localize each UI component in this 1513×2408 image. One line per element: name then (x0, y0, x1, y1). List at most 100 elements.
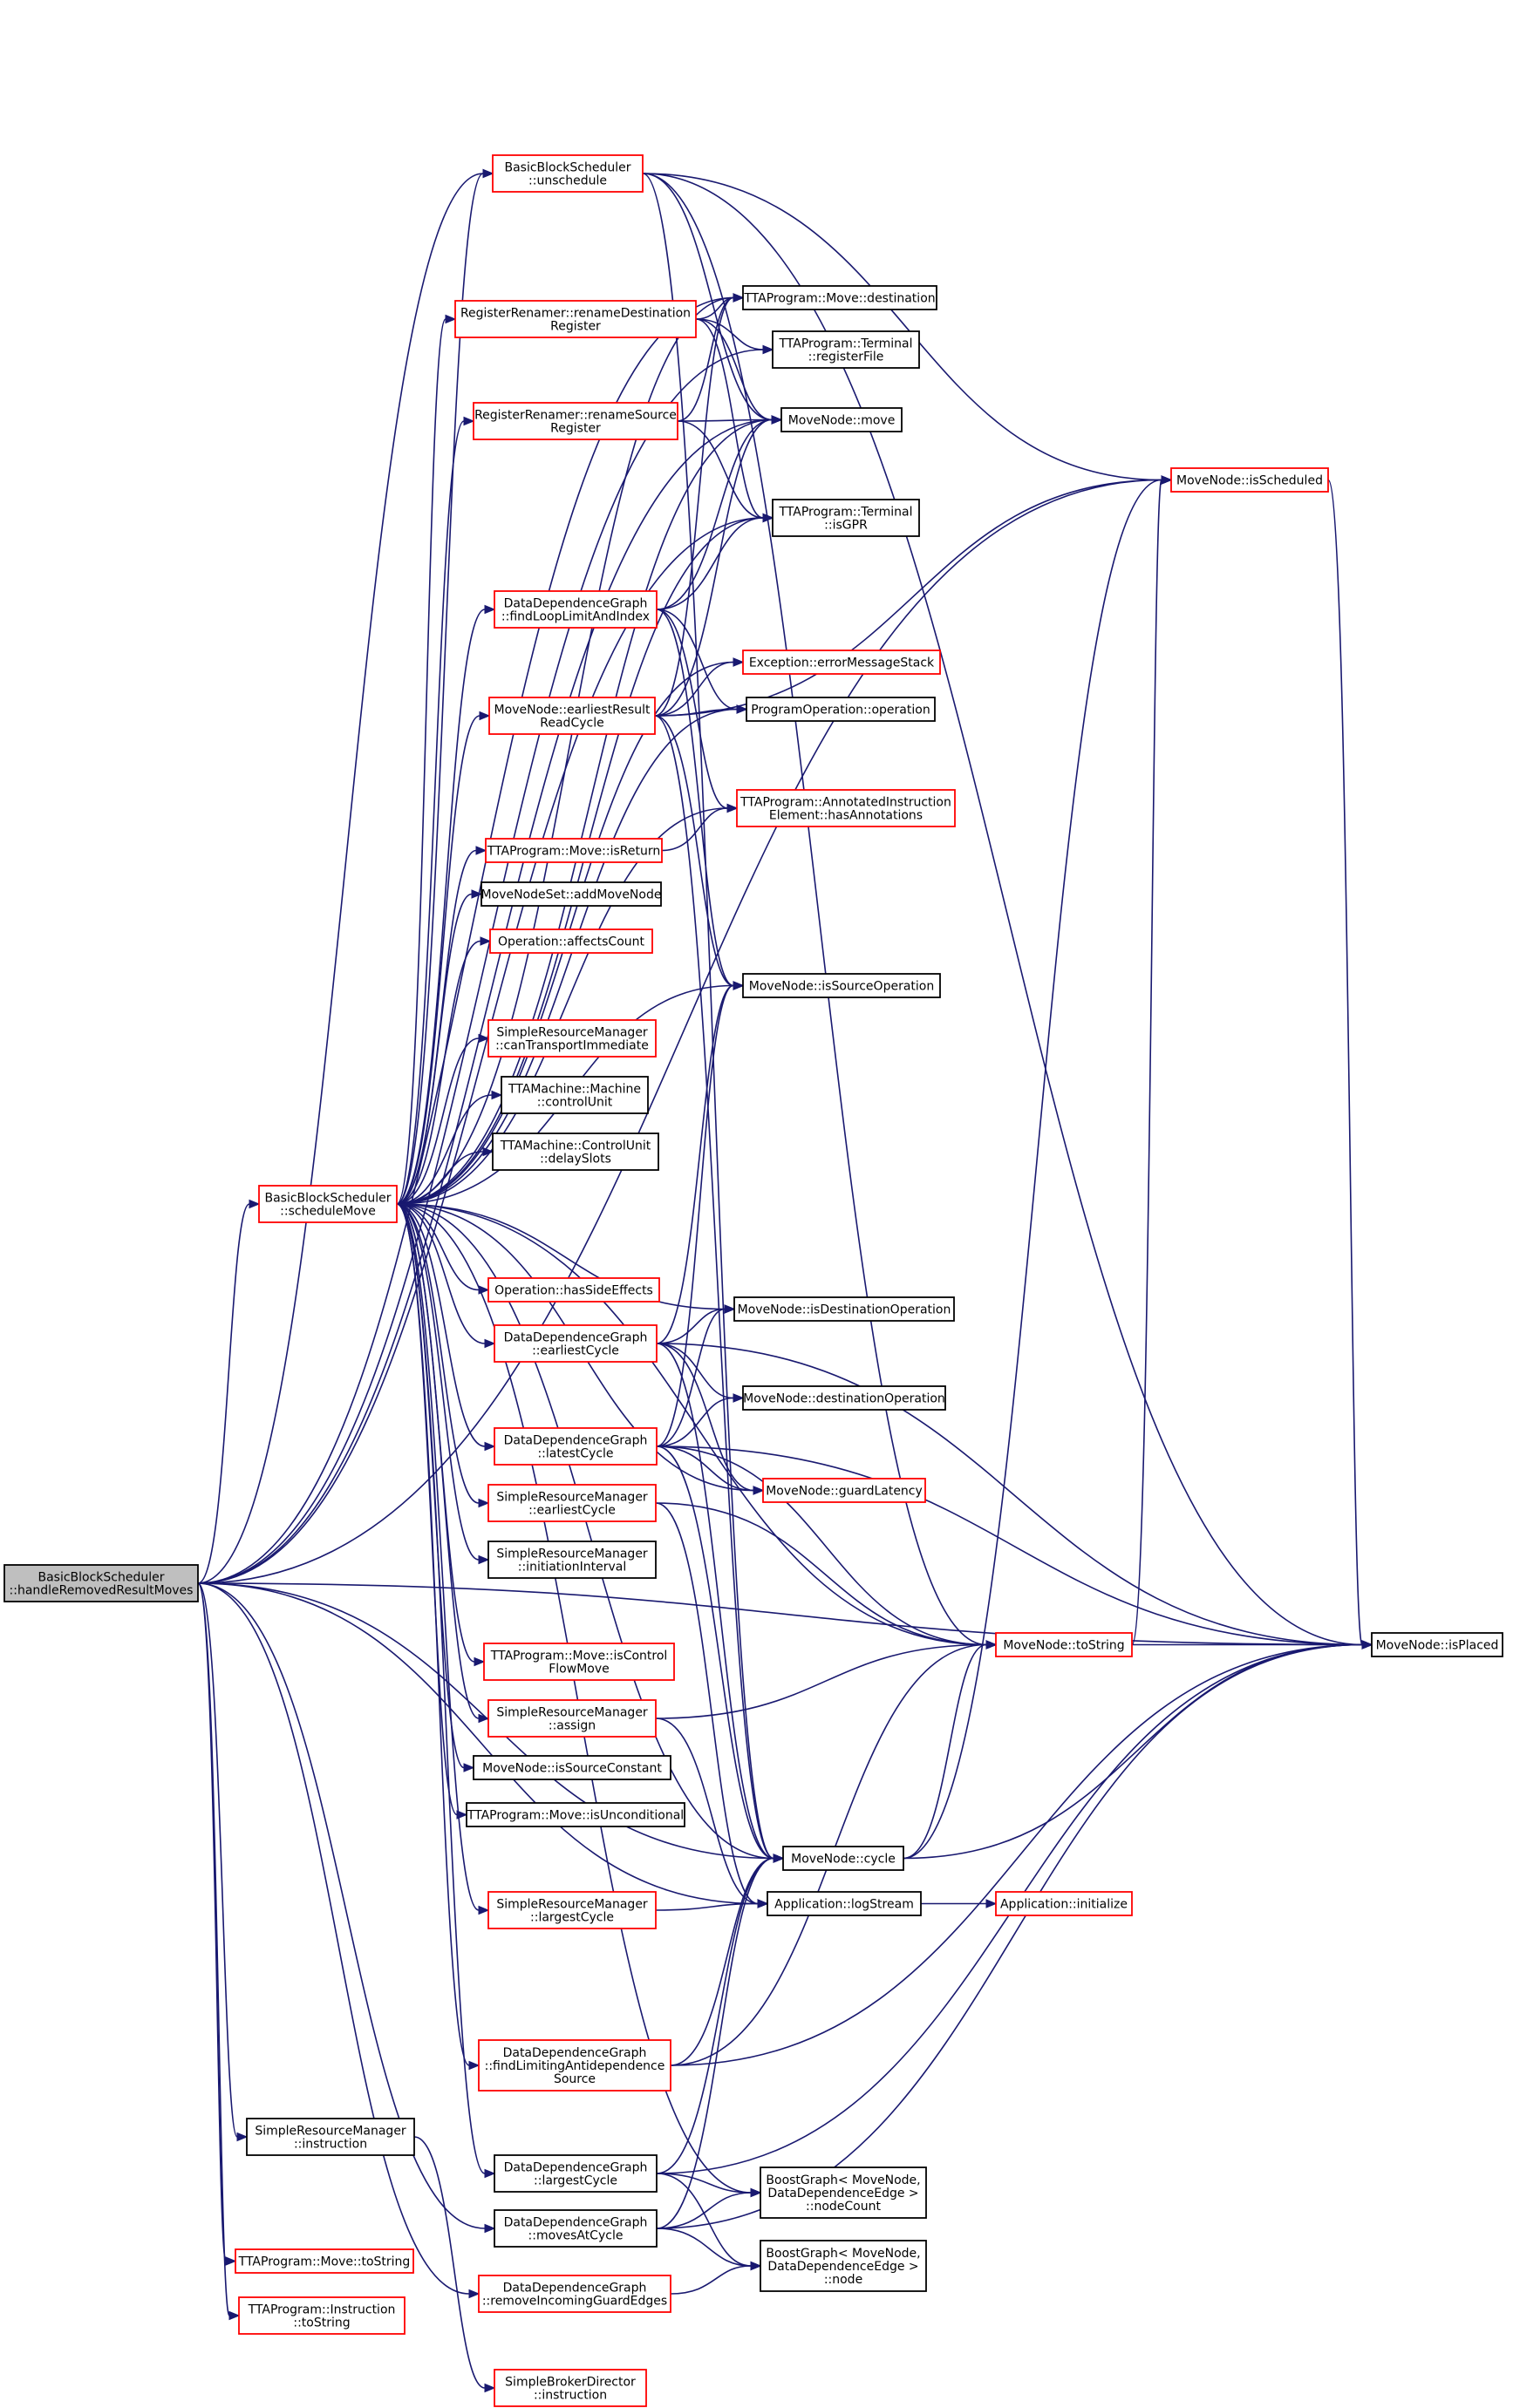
node-label: Operation::affectsCount (498, 935, 645, 949)
node-instrToString[interactable]: TTAProgram::Instruction::toString (238, 2296, 406, 2335)
node-renameDest[interactable]: RegisterRenamer::renameDestinationRegist… (454, 300, 697, 338)
node-moveDestination[interactable]: TTAProgram::Move::destination (742, 285, 937, 310)
arrowhead (733, 657, 745, 667)
node-hasAnnotations[interactable]: TTAProgram::AnnotatedInstructionElement:… (736, 789, 956, 827)
node-label: MoveNode::move (788, 414, 896, 428)
node-srmEarliestCycle[interactable]: SimpleResourceManager::earliestCycle (487, 1484, 657, 1522)
node-mnToString[interactable]: MoveNode::toString (995, 1632, 1133, 1657)
edge-unschedule-to-isPlaced (642, 173, 1373, 1650)
arrowhead (468, 2060, 480, 2071)
edge-logStream-to-appInitialize (921, 1899, 998, 1908)
node-logStream[interactable]: Application::logStream (767, 1891, 922, 1916)
node-ddgLargestCycle[interactable]: DataDependenceGraph::largestCycle (494, 2154, 658, 2193)
node-isUnconditional[interactable]: TTAProgram::Move::isUnconditional (466, 1802, 685, 1827)
node-nodeCount[interactable]: BoostGraph< MoveNode,DataDependenceEdge … (760, 2167, 927, 2219)
node-delaySlots[interactable]: TTAMachine::ControlUnit::delaySlots (492, 1133, 659, 1171)
node-srmLargestCycle[interactable]: SimpleResourceManager::largestCycle (487, 1891, 657, 1929)
edge-scheduleMove-to-srmEarliestCycle (396, 1203, 490, 1508)
node-isSourceConstant[interactable]: MoveNode::isSourceConstant (473, 1755, 671, 1780)
node-bgNode[interactable]: BoostGraph< MoveNode,DataDependenceEdge … (760, 2240, 927, 2292)
edge-root-to-registerFile (197, 344, 774, 1584)
node-controlUnit[interactable]: TTAMachine::Machine::controlUnit (501, 1076, 649, 1114)
node-isPlaced[interactable]: MoveNode::isPlaced (1371, 1632, 1503, 1657)
node-unschedule[interactable]: BasicBlockScheduler::unschedule (492, 154, 644, 193)
node-label: MoveNode::earliestResult (494, 704, 651, 718)
node-errorMessageStack[interactable]: Exception::errorMessageStack (742, 650, 941, 675)
node-srmAssign[interactable]: SimpleResourceManager::assign (487, 1699, 657, 1738)
edge-line (197, 517, 764, 1584)
node-box (238, 2296, 406, 2335)
node-moveToString[interactable]: TTAProgram::Move::toString (235, 2248, 414, 2274)
node-isSourceOperation[interactable]: MoveNode::isSourceOperation (742, 973, 941, 998)
node-label: MoveNode::isScheduled (1176, 474, 1323, 488)
edge-ddgEarliestCycle-to-isDestOperation (656, 1304, 736, 1344)
node-box (483, 1643, 675, 1681)
node-label: SimpleResourceManager (255, 2125, 406, 2139)
node-isDestOperation[interactable]: MoveNode::isDestinationOperation (733, 1296, 955, 1322)
arrowhead (733, 981, 745, 990)
node-label: RegisterRenamer::renameDestination (460, 307, 691, 321)
node-label: FlowMove (549, 1663, 610, 1677)
node-movesAtCycle[interactable]: DataDependenceGraph::movesAtCycle (494, 2209, 658, 2248)
edge-line (396, 1203, 480, 1291)
node-scheduleMove[interactable]: BasicBlockScheduler::scheduleMove (258, 1185, 398, 1223)
edge-line (656, 517, 764, 610)
node-box (487, 1891, 657, 1929)
node-initInterval[interactable]: SimpleResourceManager::initiationInterva… (487, 1541, 657, 1579)
arrowhead (724, 1304, 736, 1314)
edge-line (642, 173, 987, 1646)
node-ddgLatestCycle[interactable]: DataDependenceGraph::latestCycle (494, 1427, 658, 1466)
node-registerFile[interactable]: TTAProgram::Terminal::registerFile (772, 330, 920, 369)
edge-root-to-isGPR (197, 513, 774, 1584)
arrowhead (750, 2261, 762, 2271)
node-label: SimpleResourceManager (496, 1898, 648, 1912)
node-box (760, 2240, 927, 2292)
edge-mnCycle-to-mnToString (903, 1640, 998, 1860)
node-mnMove[interactable]: MoveNode::move (780, 407, 903, 432)
node-poOperation[interactable]: ProgramOperation::operation (746, 697, 936, 722)
node-box (501, 1076, 649, 1114)
edge-earliestResultRead-to-moveDestination (654, 293, 745, 717)
node-ddgEarliestCycle[interactable]: DataDependenceGraph::earliestCycle (494, 1324, 658, 1363)
edge-line (656, 1397, 734, 1447)
node-removeIncomingGuard[interactable]: DataDependenceGraph::removeIncomingGuard… (478, 2275, 671, 2313)
edge-line (670, 2265, 752, 2295)
edge-line (670, 1643, 1363, 2066)
node-label: MoveNode::guardLatency (766, 1485, 923, 1499)
node-addMoveNode[interactable]: MoveNodeSet::addMoveNode (480, 881, 662, 907)
edge-line (656, 2173, 752, 2194)
node-label: Register (550, 320, 601, 334)
node-root[interactable]: BasicBlockScheduler::handleRemovedResult… (3, 1564, 199, 1602)
node-isGPR[interactable]: TTAProgram::Terminal::isGPR (772, 499, 920, 537)
node-box (782, 1846, 904, 1871)
node-mnCycle[interactable]: MoveNode::cycle (782, 1846, 904, 1871)
node-srmInstruction[interactable]: SimpleResourceManager::instruction (246, 2118, 415, 2156)
arrowhead (482, 168, 494, 179)
arrowhead (757, 1899, 769, 1908)
node-box (995, 1891, 1133, 1916)
node-guardLatency[interactable]: MoveNode::guardLatency (762, 1478, 926, 1503)
node-canTransportImm[interactable]: SimpleResourceManager::canTransportImmed… (487, 1019, 657, 1058)
node-findLoopLimit[interactable]: DataDependenceGraph::findLoopLimitAndInd… (494, 590, 658, 629)
node-label: ::earliestCycle (528, 1504, 616, 1518)
node-label: TTAMachine::Machine (508, 1083, 641, 1097)
edge-line (396, 1203, 987, 1646)
node-label: BoostGraph< MoveNode, (766, 2173, 920, 2187)
edge-scheduleMove-to-addMoveNode (396, 889, 483, 1205)
node-affectsCount[interactable]: Operation::affectsCount (489, 929, 653, 954)
node-moveIsReturn[interactable]: TTAProgram::Move::isReturn (485, 838, 663, 863)
node-label: ::node (824, 2273, 862, 2287)
node-box (760, 2167, 927, 2219)
edge-scheduleMove-to-initInterval (396, 1203, 490, 1565)
node-isScheduled[interactable]: MoveNode::isScheduled (1170, 467, 1329, 493)
node-appInitialize[interactable]: Application::initialize (995, 1891, 1133, 1916)
node-sbdInstruction[interactable]: SimpleBrokerDirector::instruction (494, 2369, 647, 2407)
node-label: ::toString (293, 2316, 350, 2330)
edge-line (197, 173, 484, 1584)
node-hasSideEffects[interactable]: Operation::hasSideEffects (487, 1277, 660, 1303)
node-destOperation[interactable]: MoveNode::destinationOperation (742, 1385, 946, 1411)
node-findLimitingAnti[interactable]: DataDependenceGraph::findLimitingAntidep… (478, 2039, 671, 2092)
